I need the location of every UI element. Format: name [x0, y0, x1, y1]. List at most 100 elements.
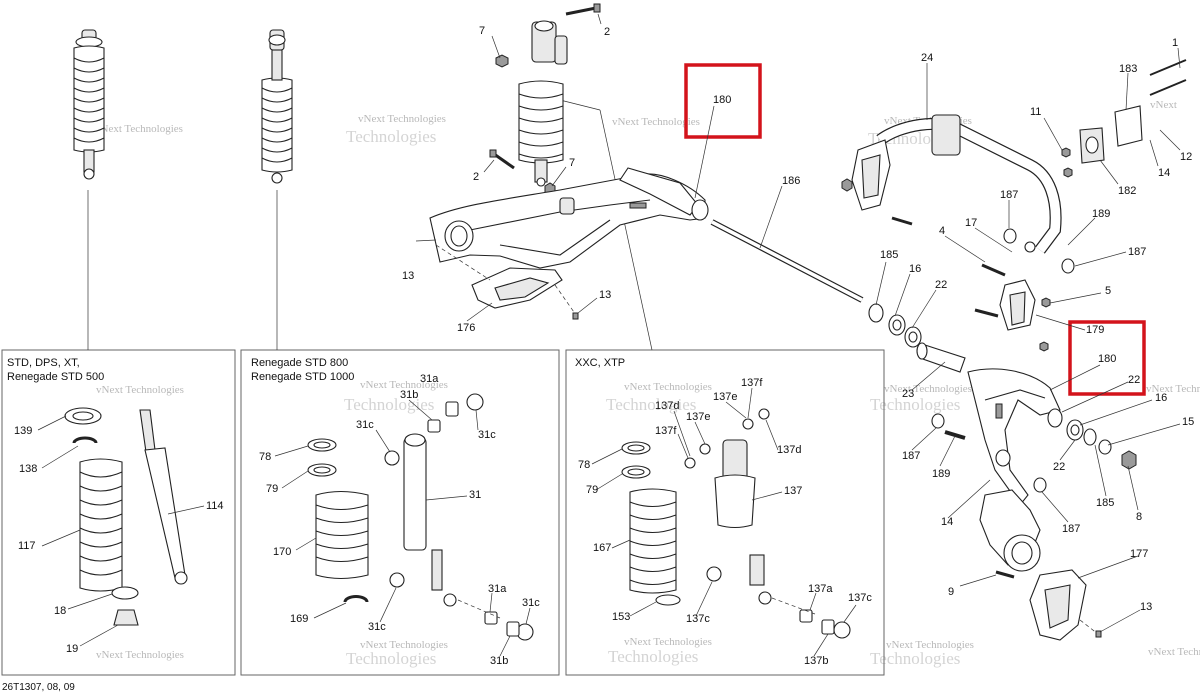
watermark: vNext Technologies — [96, 649, 184, 661]
callout-label: 153 — [612, 611, 630, 623]
highlight-box-180-right[interactable] — [1068, 320, 1146, 396]
watermark: vNext Technologies — [612, 116, 700, 128]
callout-label: 31 — [469, 489, 481, 501]
callout-label: 138 — [19, 463, 37, 475]
callout-label: 187 — [1128, 246, 1146, 258]
panel-renegade-frame — [240, 349, 560, 676]
callout-label: 186 — [782, 175, 800, 187]
callout-label: 137f — [741, 377, 763, 389]
callout-label: 137b — [804, 655, 828, 667]
callout-label: 4 — [939, 225, 945, 237]
watermark: vNext Technologies — [624, 636, 712, 648]
connector-line — [559, 99, 601, 111]
assembly-dash — [771, 597, 816, 615]
callout-label: 8 — [1136, 511, 1142, 523]
callout-label: 189 — [1092, 208, 1110, 220]
callout-label: 31a — [488, 583, 507, 595]
callout-label: 179 — [1086, 324, 1104, 336]
callout-label: 182 — [1118, 185, 1136, 197]
xxc-panel-parts — [621, 408, 851, 639]
callout-label: 137d — [777, 444, 801, 456]
callout-label: 185 — [1096, 497, 1114, 509]
callout-label: 187 — [902, 450, 920, 462]
callout-label: 114 — [206, 500, 224, 512]
callout-label: 16 — [909, 263, 921, 275]
callout-label: 31c — [368, 621, 386, 633]
callout-label: 7 — [479, 25, 485, 37]
shock-assembly-renegade-top — [261, 29, 293, 184]
assembly-dash — [1079, 619, 1099, 635]
watermark: Technologies — [344, 395, 434, 414]
bushings-187-189 — [1003, 228, 1075, 274]
highlight-box-180-top[interactable] — [684, 63, 762, 139]
bolt-2-left — [489, 149, 515, 170]
renegade-panel-parts — [307, 393, 534, 641]
watermark: Technologies — [870, 649, 960, 668]
callout-label: 23 — [902, 388, 914, 400]
callout-label: 78 — [578, 459, 590, 471]
callout-label: 13 — [599, 289, 611, 301]
watermark: vNext Technologies — [1146, 383, 1200, 395]
link-179 — [974, 263, 1051, 352]
clamp-183-182 — [1061, 59, 1187, 178]
callout-label: 1 — [1172, 37, 1178, 49]
callout-label: 137f — [655, 425, 677, 437]
shock-assembly-std-top — [73, 29, 105, 180]
panel-renegade-subtitle: Renegade STD 1000 — [251, 371, 354, 383]
callout-label: 14 — [941, 516, 953, 528]
watermark: vNext Technologies — [360, 639, 448, 651]
callout-label: 15 — [1182, 416, 1194, 428]
callout-label: 5 — [1105, 285, 1111, 297]
callout-label: 137e — [686, 411, 710, 423]
callout-label: 14 — [1158, 167, 1170, 179]
callout-label: 31c — [478, 429, 496, 441]
callout-label: 169 — [290, 613, 308, 625]
callout-label: 139 — [14, 425, 32, 437]
callout-label: 2 — [473, 171, 479, 183]
screw-13 — [1095, 630, 1102, 638]
callout-label: 31b — [490, 655, 508, 667]
callout-label: 22 — [1053, 461, 1065, 473]
watermark: Technologies — [608, 647, 698, 666]
callout-label: 17 — [965, 217, 977, 229]
watermark: Technologies — [606, 395, 696, 414]
panel-std-subtitle: Renegade STD 500 — [7, 371, 104, 383]
cross-shaft-186 — [710, 219, 864, 303]
callout-label: 7 — [569, 157, 575, 169]
callout-label: 170 — [273, 546, 291, 558]
panel-xxc-frame — [565, 349, 885, 676]
rear-a-arm-180 — [931, 368, 1061, 506]
watermark: Technologies — [870, 395, 960, 414]
panel-xxc-title: XXC, XTP — [575, 357, 625, 369]
screw-13 — [572, 312, 579, 320]
callout-label: 79 — [586, 484, 598, 496]
watermark: Technologies — [346, 127, 436, 146]
callout-label: 79 — [266, 483, 278, 495]
panel-std-frame — [1, 349, 236, 676]
callout-label: 180 — [713, 94, 731, 106]
callout-label: 13 — [402, 270, 414, 282]
watermark: vNext Technologies — [358, 113, 446, 125]
watermark: vNext — [1150, 99, 1177, 111]
callout-label: 189 — [932, 468, 950, 480]
spacer-washers-left — [868, 303, 922, 348]
callout-label: 9 — [948, 586, 954, 598]
callout-label: 187 — [1062, 523, 1080, 535]
callout-label: 31c — [356, 419, 374, 431]
callout-label: 24 — [921, 52, 933, 64]
callout-label: 137c — [686, 613, 710, 625]
assembly-dash — [435, 244, 491, 281]
callout-label: 180 — [1098, 353, 1116, 365]
callout-label: 2 — [604, 26, 610, 38]
callout-label: 183 — [1119, 63, 1137, 75]
callout-label: 78 — [259, 451, 271, 463]
std-panel-parts — [64, 407, 188, 626]
panel-renegade-title: Renegade STD 800 — [251, 357, 348, 369]
callout-label: 176 — [457, 322, 475, 334]
watermark: vNext Technologies — [1148, 646, 1200, 658]
callout-label: 22 — [1128, 374, 1140, 386]
callout-label: 16 — [1155, 392, 1167, 404]
callout-labels: 2 7 2 7 13 13 176 180 186 24 183 1 11 18… — [14, 25, 1194, 667]
callout-label: 137 — [784, 485, 802, 497]
callout-label: 31c — [522, 597, 540, 609]
